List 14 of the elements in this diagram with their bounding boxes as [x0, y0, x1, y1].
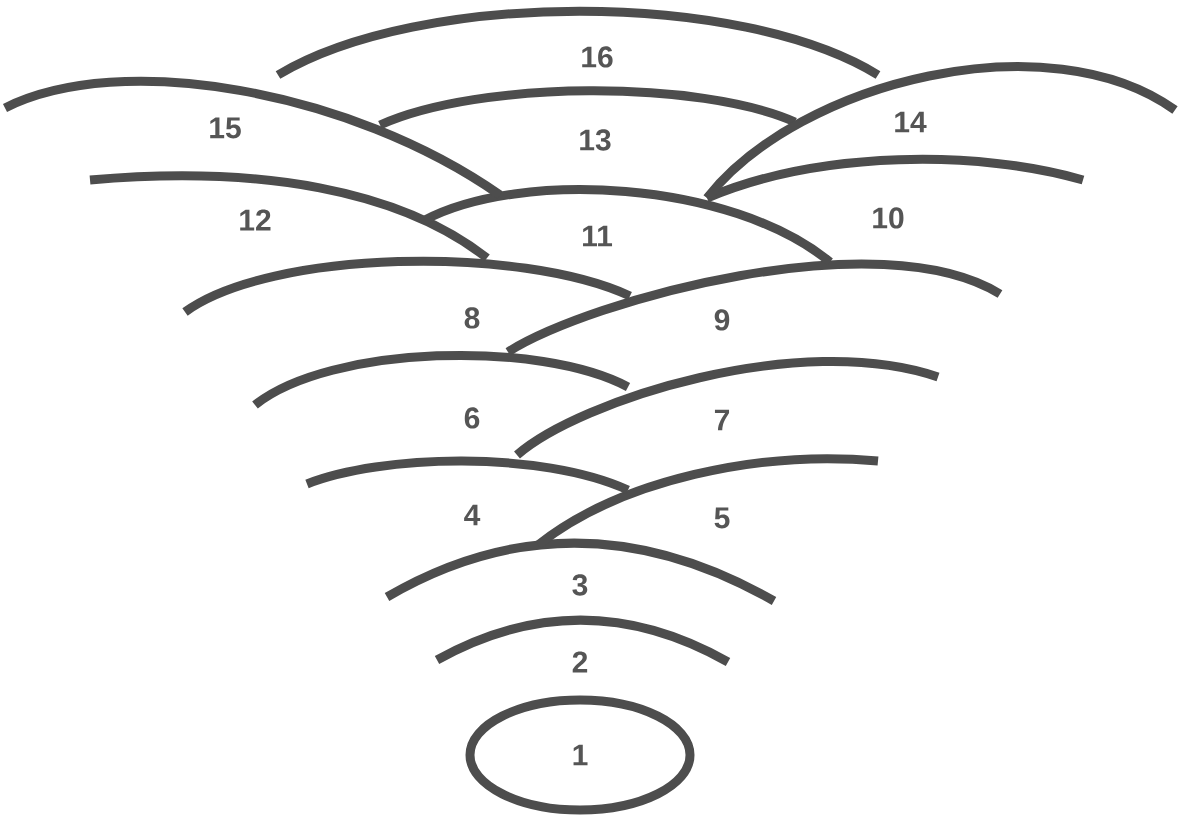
number-label: 10 — [873, 207, 904, 229]
number-label: 5 — [714, 507, 730, 529]
number-label: 6 — [464, 407, 480, 429]
number-label: 11 — [583, 225, 613, 247]
number-label: 3 — [572, 574, 588, 596]
number-label: 15 — [210, 117, 241, 139]
number-label: 12 — [240, 209, 271, 231]
number-label: 4 — [464, 504, 481, 526]
number-label: 16 — [582, 46, 613, 68]
number-label: 8 — [464, 307, 480, 329]
number-label: 7 — [714, 409, 730, 431]
number-label: 14 — [895, 111, 927, 133]
number-label: 13 — [580, 129, 611, 151]
number-label: 9 — [714, 309, 730, 331]
